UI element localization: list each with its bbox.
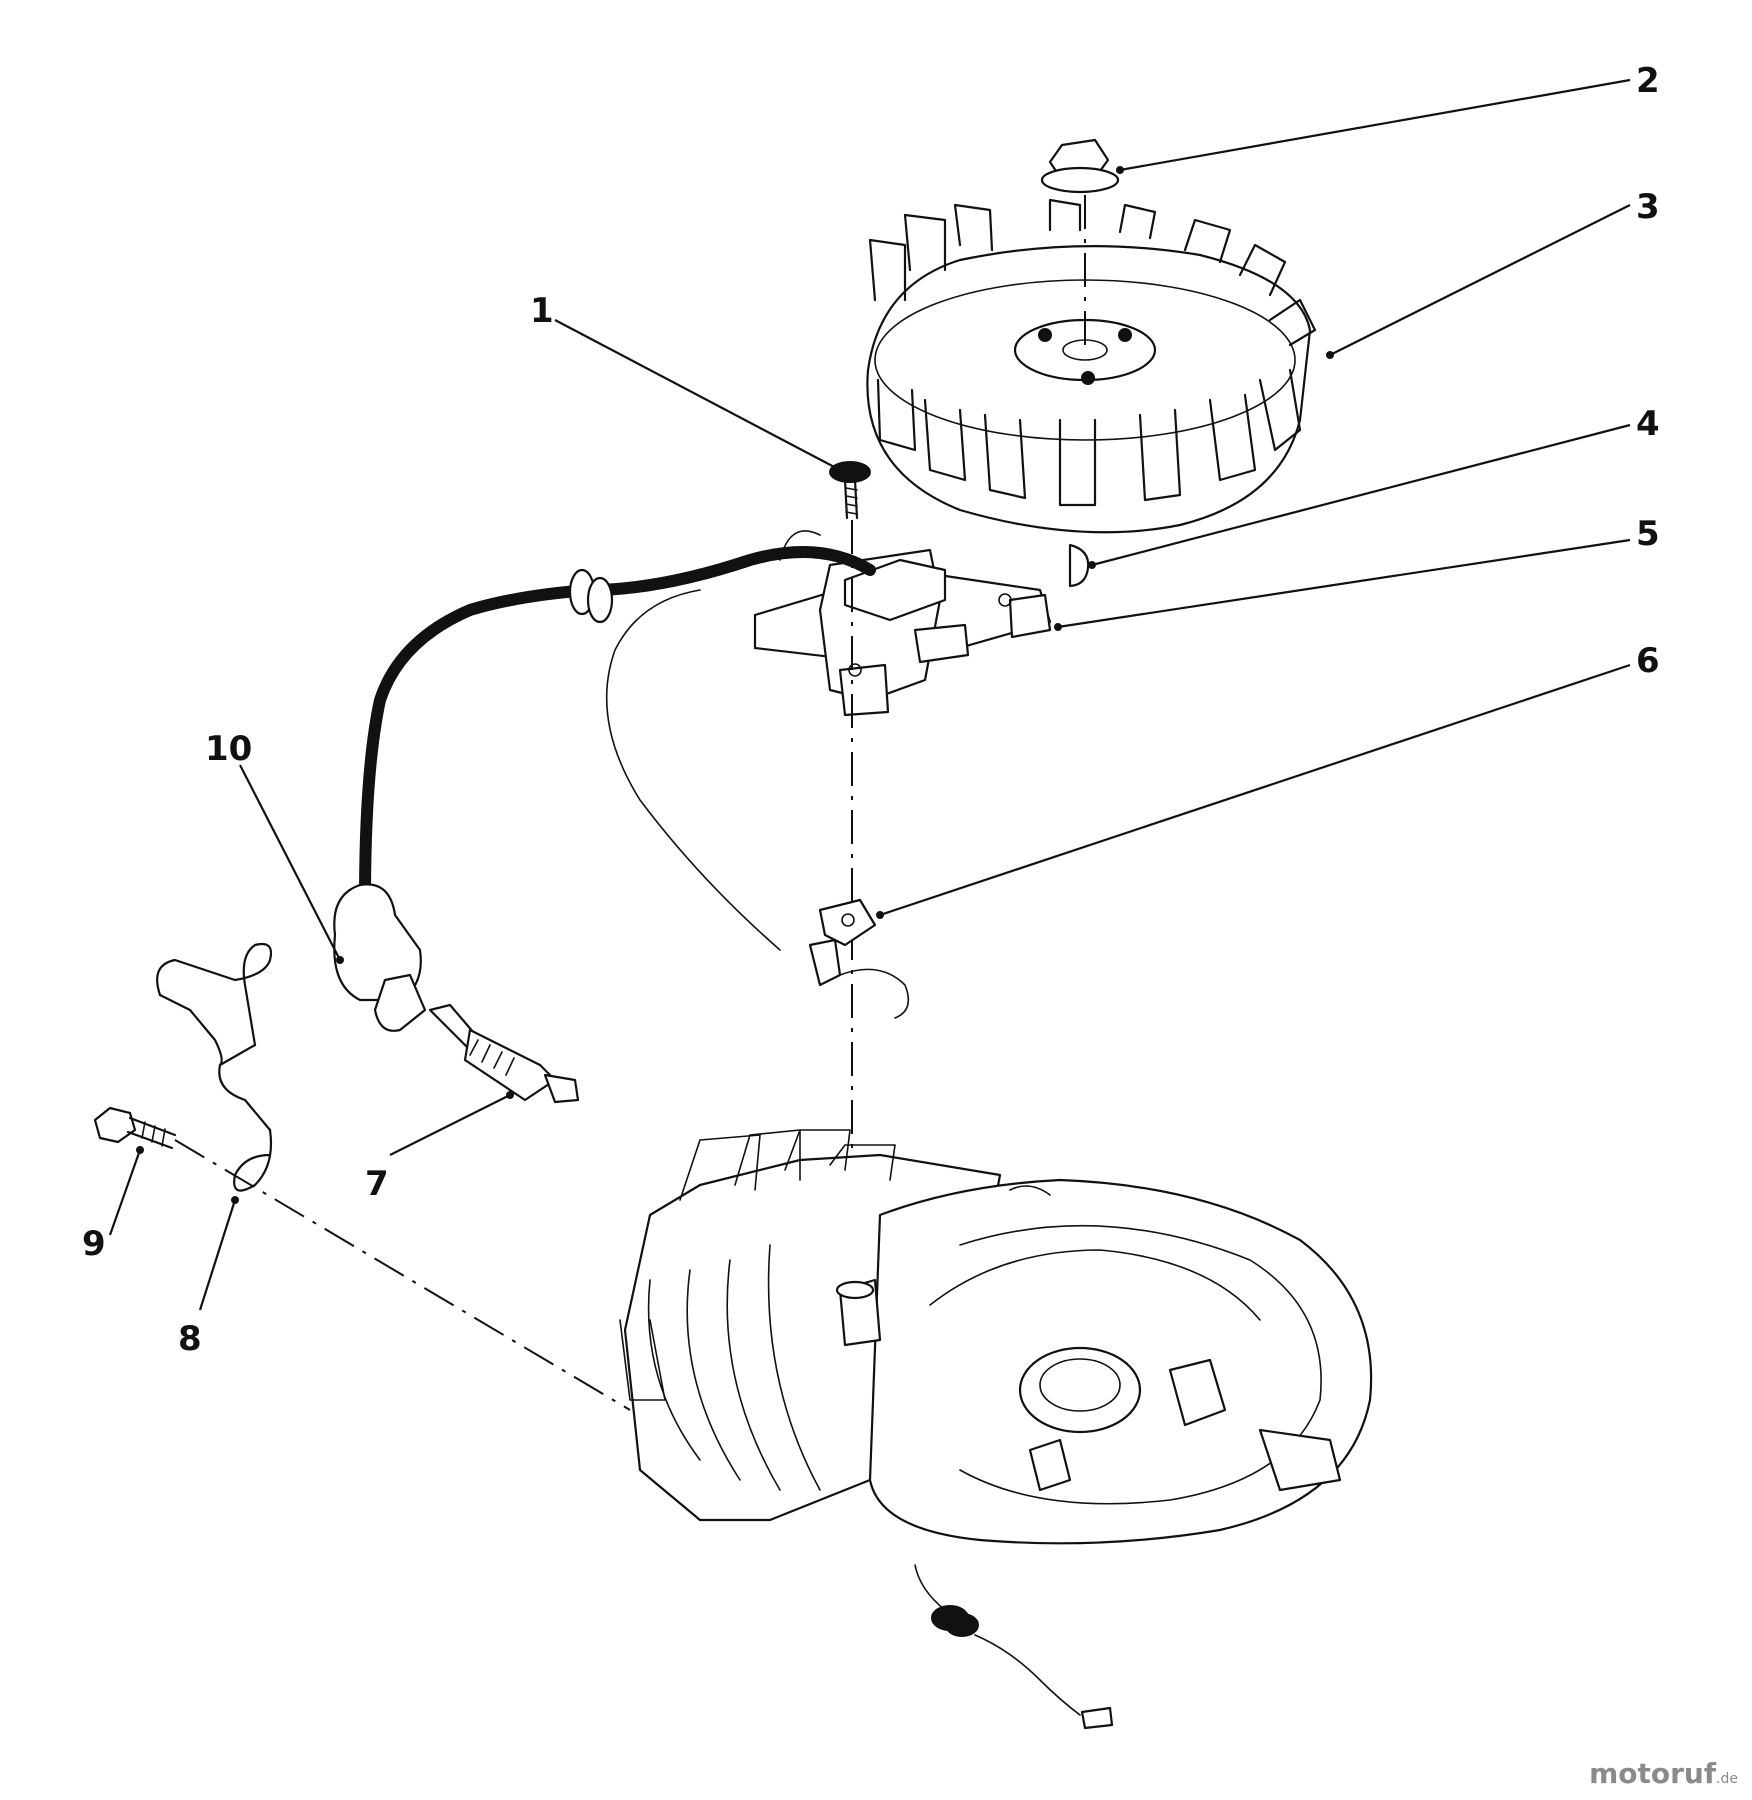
flywheel <box>866 198 1317 534</box>
stop-switch-grommet <box>914 1564 1114 1730</box>
callout-2: 2 <box>1636 61 1660 101</box>
watermark-logo: motoruf.de <box>1589 1757 1738 1790</box>
flywheel-nut <box>1040 138 1120 350</box>
callout-leaders <box>108 78 1631 1311</box>
callout-1: 1 <box>530 291 554 331</box>
watermark-suffix: .de <box>1716 1771 1738 1787</box>
bolt-axis-line <box>174 1139 631 1411</box>
callout-8: 8 <box>178 1319 202 1359</box>
callout-10: 10 <box>205 729 252 769</box>
callout-6: 6 <box>1636 641 1660 681</box>
spark-plug <box>428 1003 580 1104</box>
mounting-screw <box>829 461 871 520</box>
ignition-coil <box>753 520 1052 1170</box>
engine-block <box>619 1129 1373 1545</box>
ground-clip <box>808 898 910 1019</box>
callout-9: 9 <box>82 1224 106 1264</box>
watermark-text: motoruf <box>1589 1757 1717 1790</box>
callout-5: 5 <box>1636 514 1660 554</box>
flywheel-key <box>1068 543 1090 588</box>
spark-plug-lead <box>359 530 876 951</box>
bolt <box>93 1106 177 1150</box>
callout-4: 4 <box>1636 404 1660 444</box>
stop-switch-wire <box>156 942 273 1192</box>
callout-3: 3 <box>1636 187 1660 227</box>
callout-7: 7 <box>365 1164 389 1204</box>
spark-plug-boot <box>333 883 427 1032</box>
